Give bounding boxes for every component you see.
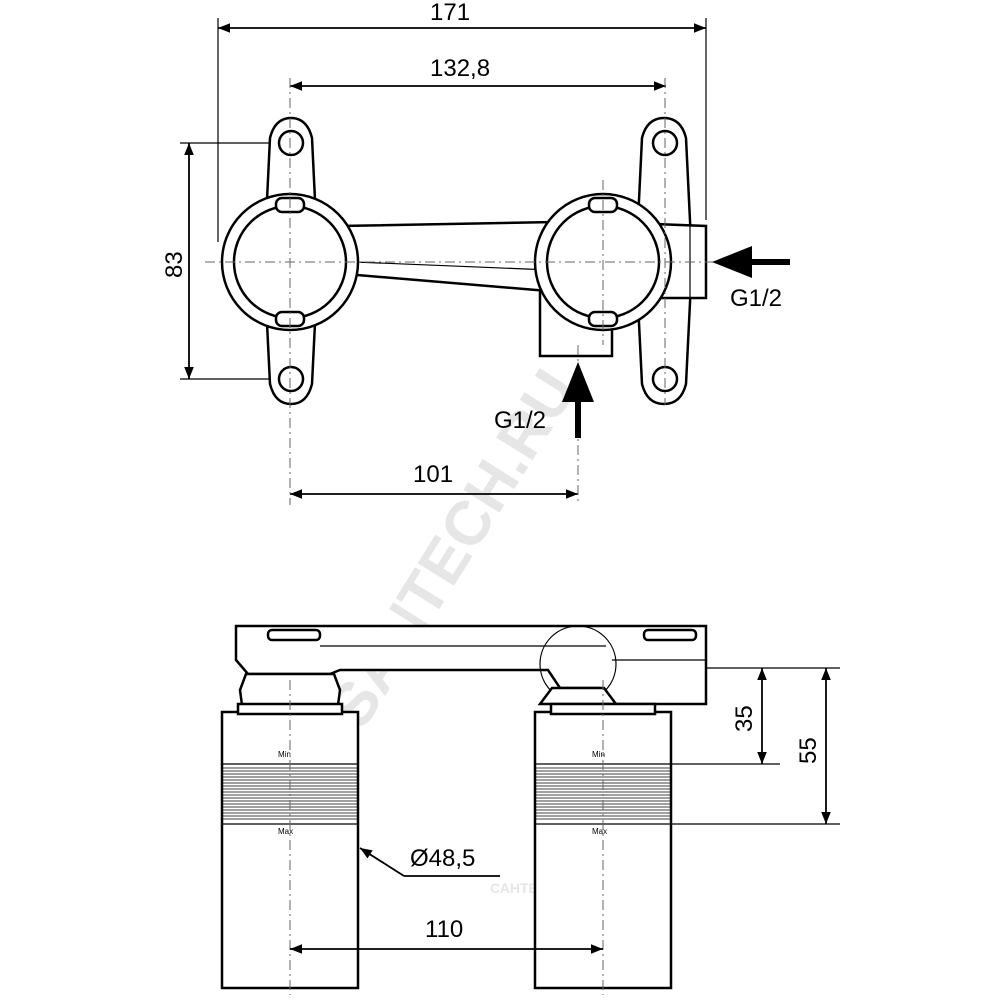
- dim-83: 83: [161, 251, 188, 278]
- body-edge: [354, 261, 551, 271]
- body-slot: [642, 628, 698, 642]
- min-mark: Min: [592, 750, 605, 759]
- dim-132-8: 132,8: [430, 55, 490, 82]
- max-mark: Max: [278, 827, 293, 836]
- side-inlet-arrow: [712, 246, 790, 278]
- dim-101: 101: [413, 461, 453, 488]
- connecting-body: [338, 220, 562, 294]
- bottom-inlet-arrow: [562, 362, 594, 438]
- top-view: 171 132,8 83 101: [161, 0, 790, 505]
- mounting-hole: [277, 129, 305, 157]
- watermark-text: SANTECH.RU: [316, 359, 590, 740]
- min-mark: Min: [278, 750, 291, 759]
- body-slot: [266, 628, 322, 642]
- thread-label-side: G1/2: [730, 285, 782, 312]
- dim-35: 35: [731, 705, 758, 732]
- front-view: Min Max Min Max 35 55 110 Ø48,5: [220, 624, 840, 995]
- thread-label-bottom: G1/2: [494, 407, 546, 434]
- mounting-hole: [277, 365, 305, 393]
- dim-110: 110: [425, 916, 463, 943]
- dim-171: 171: [430, 0, 470, 26]
- right-neck: [537, 686, 619, 706]
- leader-diameter: [359, 847, 405, 877]
- dim-diameter: Ø48,5: [410, 845, 475, 872]
- max-mark: Max: [592, 827, 607, 836]
- dim-55: 55: [795, 737, 822, 764]
